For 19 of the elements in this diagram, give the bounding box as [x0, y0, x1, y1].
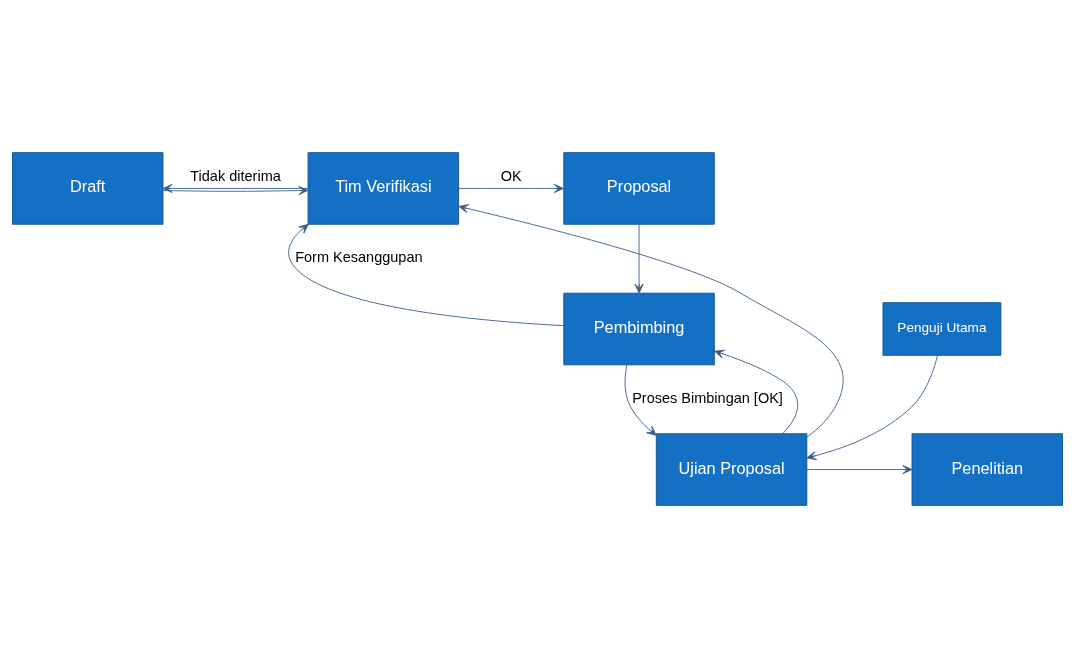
edge-label: Proses Bimbingan [OK] [632, 389, 783, 406]
edge-label: OK [500, 168, 522, 185]
arrow [714, 349, 799, 435]
edge-label: Tidak diterima [190, 168, 281, 185]
arrow [806, 465, 913, 475]
edge-label: Form Kesanggupan [295, 249, 423, 266]
node-box: Proposal [563, 152, 715, 225]
node-box: Pembimbing [563, 292, 715, 366]
arrow [624, 364, 657, 436]
arrow [634, 223, 644, 294]
node-box: Tim Verifikasi [307, 152, 460, 225]
arrow [806, 354, 938, 461]
node-box: Draft [12, 152, 164, 225]
arrow [288, 223, 565, 327]
node-box: Ujian Proposal [655, 433, 808, 506]
arrow [458, 183, 564, 193]
node-box: Penelitian [911, 433, 1063, 506]
node-box: Penguji Utama [882, 302, 1002, 356]
arrow [458, 204, 844, 438]
